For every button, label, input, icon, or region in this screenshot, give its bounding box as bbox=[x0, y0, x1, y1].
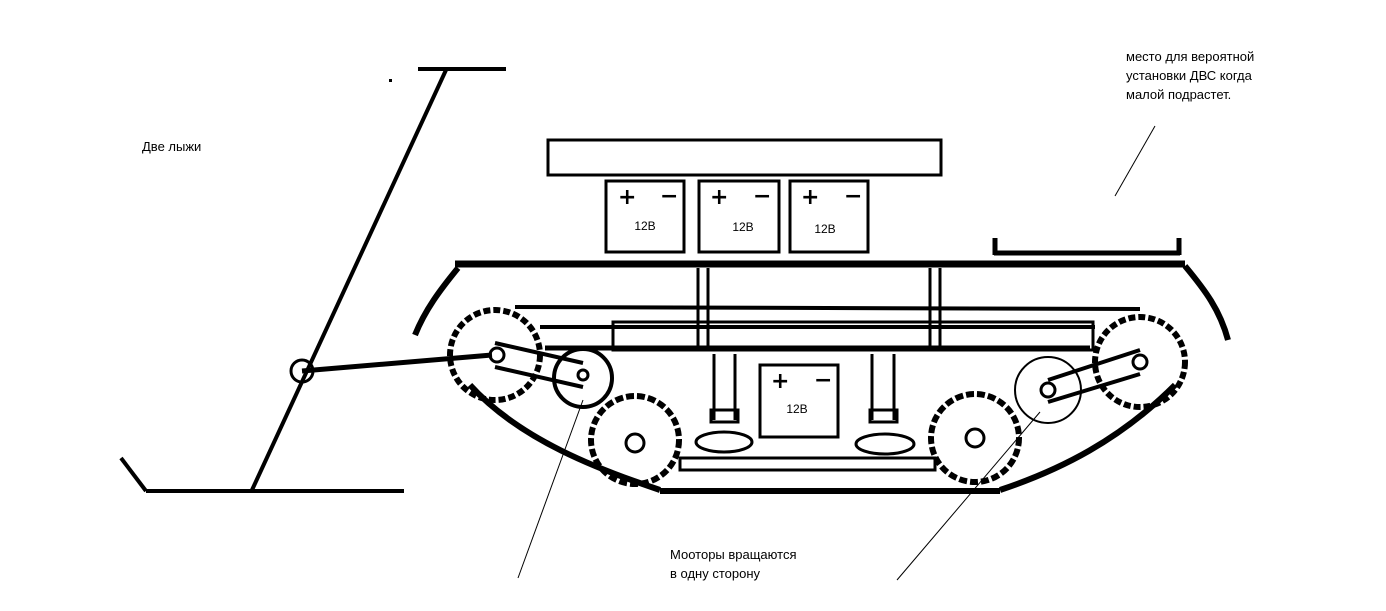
battery-minus: − bbox=[753, 184, 771, 209]
deck-plate bbox=[546, 138, 943, 177]
leader-motor-right bbox=[896, 411, 1041, 581]
battery-body bbox=[697, 179, 781, 254]
battery-minus: − bbox=[660, 184, 678, 209]
suspension-floor-plate bbox=[678, 456, 937, 472]
suspension-right-spring bbox=[868, 408, 899, 424]
suspension-left-pad bbox=[694, 430, 754, 454]
battery-plus: + bbox=[710, 185, 728, 210]
drive-hub-left bbox=[488, 346, 506, 364]
drive-hub-right bbox=[1131, 353, 1149, 371]
battery-bottom: + − 12В bbox=[758, 363, 840, 439]
track-right-arc bbox=[1182, 264, 1231, 341]
motor-right bbox=[1014, 356, 1082, 424]
motor-left bbox=[552, 347, 614, 409]
leader-engine bbox=[1114, 125, 1156, 197]
track-bottom-right bbox=[999, 382, 1178, 493]
battery-top-1: + − 12В bbox=[604, 179, 686, 254]
main-frame bbox=[455, 260, 1185, 352]
suspension-right-pad bbox=[854, 432, 916, 456]
battery-voltage: 12В bbox=[814, 222, 835, 236]
frame-inner-rail-1 bbox=[514, 305, 1141, 311]
belt-right-top bbox=[1047, 348, 1141, 382]
annotation-motors: Мооторы вращаются в одну сторону bbox=[670, 547, 797, 581]
road-wheel-right-hub bbox=[964, 427, 986, 449]
battery-body bbox=[604, 179, 686, 254]
leader-motor-left bbox=[517, 399, 584, 579]
frame-inner-box bbox=[611, 320, 1095, 352]
engine-mount-bracket bbox=[992, 238, 1182, 256]
battery-top-2: + − 12В bbox=[697, 179, 781, 254]
ski-assembly bbox=[119, 67, 506, 493]
belt-right-bottom bbox=[1047, 372, 1141, 404]
suspension bbox=[678, 354, 937, 472]
belt-left-top bbox=[494, 341, 584, 365]
ski-tow-link bbox=[301, 352, 493, 374]
road-wheels bbox=[588, 391, 1022, 487]
leader-lines bbox=[517, 125, 1156, 581]
ski-top-tick bbox=[389, 79, 392, 82]
battery-minus: − bbox=[844, 184, 862, 209]
drive-sprocket-right bbox=[1092, 314, 1188, 410]
road-wheel-left bbox=[588, 393, 682, 487]
motor-shaft-right bbox=[1039, 381, 1057, 399]
battery-body bbox=[788, 179, 870, 254]
battery-top-3: + − 12В bbox=[788, 179, 870, 254]
belt-left-bottom bbox=[494, 365, 584, 389]
battery-plus: + bbox=[771, 369, 789, 394]
battery-body bbox=[758, 363, 840, 439]
road-wheel-right bbox=[928, 391, 1022, 485]
battery-minus: − bbox=[814, 368, 832, 393]
battery-voltage: 12В bbox=[732, 220, 753, 234]
drive-right bbox=[1014, 314, 1188, 424]
drive-left bbox=[447, 307, 614, 409]
suspension-left-spring bbox=[709, 408, 740, 424]
ski-tip bbox=[119, 456, 148, 493]
annotation-skis: Две лыжи bbox=[142, 139, 202, 154]
battery-plus: + bbox=[801, 185, 819, 210]
battery-voltage: 12В bbox=[634, 219, 655, 233]
track-left-arc bbox=[412, 266, 461, 337]
ski-steering-column bbox=[250, 69, 448, 491]
road-wheel-left-hub bbox=[624, 432, 646, 454]
battery-plus: + bbox=[618, 185, 636, 210]
battery-voltage: 12В bbox=[786, 402, 807, 416]
motor-shaft-left bbox=[576, 368, 590, 382]
annotation-engine-place: место для вероятной установки ДВС когда … bbox=[1126, 49, 1255, 102]
